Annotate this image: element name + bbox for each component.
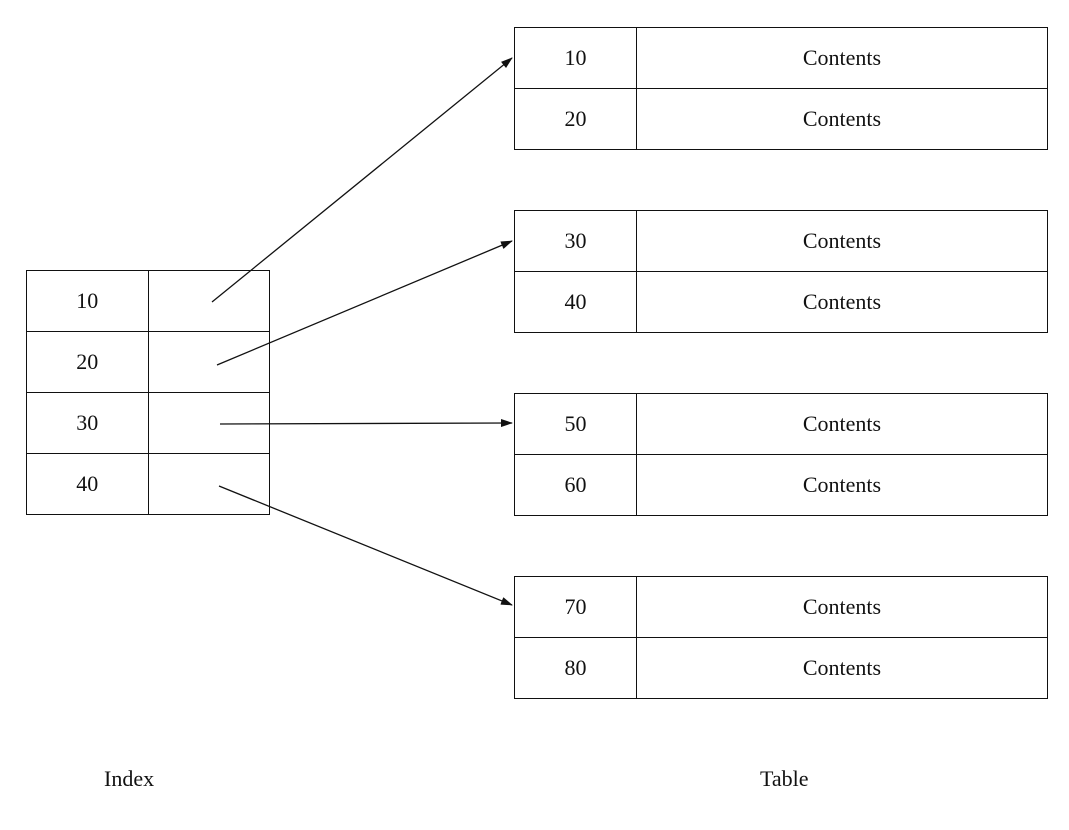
table-key-cell: 50	[514, 393, 637, 455]
index-table: 10 20 30 40	[26, 270, 271, 515]
table-key-cell: 60	[514, 454, 637, 516]
index-row: 20	[26, 331, 271, 393]
index-key-cell: 10	[26, 270, 149, 332]
table-contents-cell: Contents	[636, 576, 1048, 638]
table-block: 50 Contents 60 Contents	[514, 393, 1048, 516]
table-row: 60 Contents	[514, 454, 1048, 516]
index-row: 10	[26, 270, 271, 332]
table-row: 40 Contents	[514, 271, 1048, 333]
table-contents-cell: Contents	[636, 271, 1048, 333]
index-row: 30	[26, 392, 271, 454]
table-row: 70 Contents	[514, 576, 1048, 638]
index-key-cell: 20	[26, 331, 149, 393]
table-row: 50 Contents	[514, 393, 1048, 455]
table-row: 20 Contents	[514, 88, 1048, 150]
table-key-cell: 80	[514, 637, 637, 699]
index-pointer-cell	[147, 453, 271, 515]
table-row: 10 Contents	[514, 27, 1048, 89]
table-contents-cell: Contents	[636, 637, 1048, 699]
table-contents-cell: Contents	[636, 27, 1048, 89]
index-pointer-cell	[147, 331, 271, 393]
index-pointer-cell	[147, 392, 271, 454]
table-key-cell: 40	[514, 271, 637, 333]
index-row: 40	[26, 453, 271, 515]
table-block: 70 Contents 80 Contents	[514, 576, 1048, 699]
table-row: 30 Contents	[514, 210, 1048, 272]
table-key-cell: 20	[514, 88, 637, 150]
index-pointer-cell	[147, 270, 271, 332]
index-caption: Index	[104, 766, 155, 791]
table-key-cell: 70	[514, 576, 637, 638]
table-contents-cell: Contents	[636, 88, 1048, 150]
table-contents-cell: Contents	[636, 393, 1048, 455]
table-block: 30 Contents 40 Contents	[514, 210, 1048, 333]
table-contents-cell: Contents	[636, 210, 1048, 272]
pointer-arrow	[211, 57, 513, 303]
index-key-cell: 40	[26, 453, 149, 515]
table-key-cell: 30	[514, 210, 637, 272]
index-key-cell: 30	[26, 392, 149, 454]
table-contents-cell: Contents	[636, 454, 1048, 516]
table-caption: Table	[760, 766, 809, 791]
table-block: 10 Contents 20 Contents	[514, 27, 1048, 150]
table-row: 80 Contents	[514, 637, 1048, 699]
table-key-cell: 10	[514, 27, 637, 89]
